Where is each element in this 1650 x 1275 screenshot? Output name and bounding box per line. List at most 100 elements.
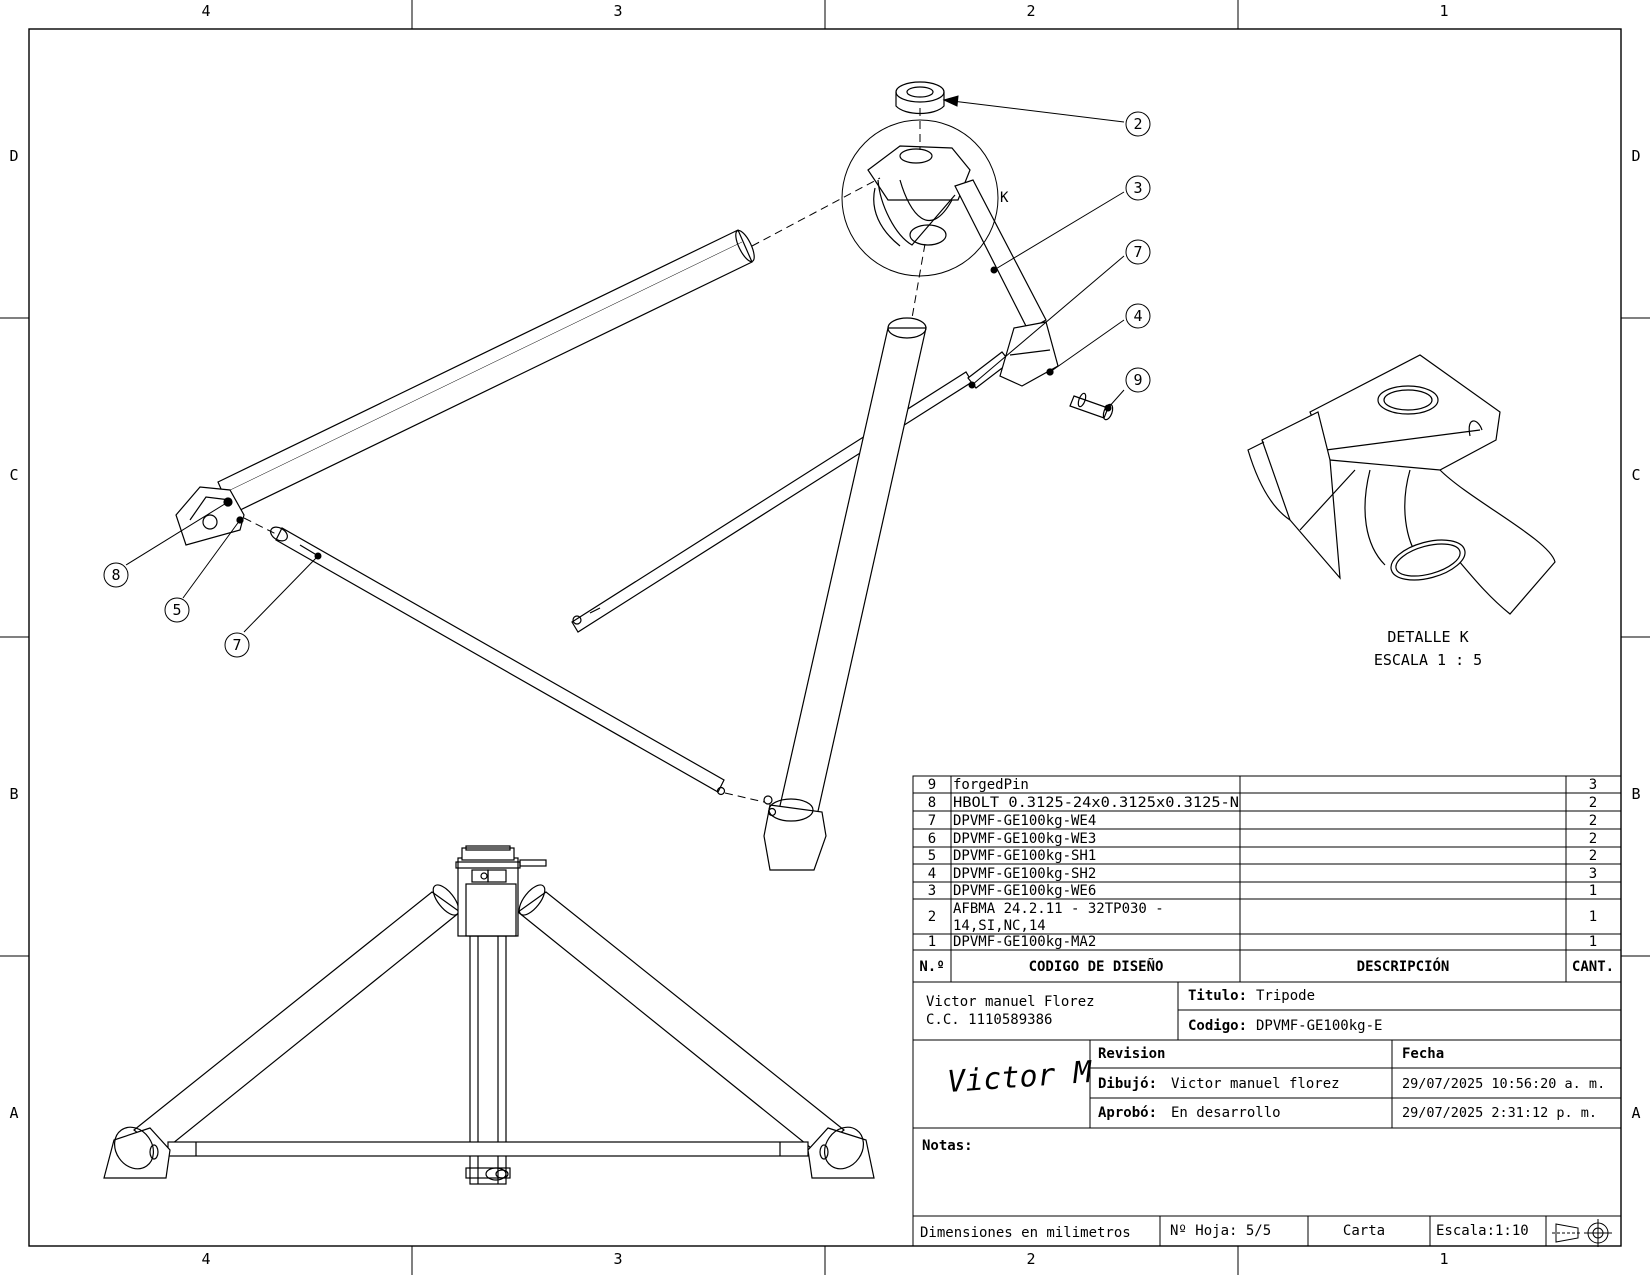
zone-row-left: B xyxy=(9,785,18,803)
svg-text:forgedPin: forgedPin xyxy=(953,777,1029,793)
table-row: 5 DPVMF-GE100kg-SH1 2 xyxy=(928,848,1597,864)
balloon: 5 xyxy=(164,597,190,623)
svg-text:1: 1 xyxy=(1589,934,1597,950)
detail-circle-k xyxy=(841,119,999,277)
zone-col-bottom: 4 xyxy=(201,1250,210,1268)
assembly-lines xyxy=(243,108,926,803)
exploded-view xyxy=(175,81,1114,871)
leader-lines xyxy=(125,95,1125,633)
svg-text:7: 7 xyxy=(928,813,936,829)
paper-size: Carta xyxy=(1343,1223,1385,1239)
balloon-number: 3 xyxy=(1133,179,1142,197)
zone-col-bottom: 3 xyxy=(613,1250,622,1268)
drawn-label: Dibujó: xyxy=(1098,1076,1157,1092)
zone-row-right: C xyxy=(1631,466,1640,484)
title-label: Titulo: xyxy=(1188,988,1247,1004)
units-note: Dimensiones en milimetros xyxy=(920,1225,1131,1241)
zone-col-bottom: 1 xyxy=(1439,1250,1448,1268)
drawn-date: 29/07/2025 10:56:20 a. m. xyxy=(1402,1076,1605,1092)
svg-text:9: 9 xyxy=(928,777,936,793)
svg-text:2: 2 xyxy=(1589,795,1597,811)
svg-text:DPVMF-GE100kg-WE4: DPVMF-GE100kg-WE4 xyxy=(953,813,1096,829)
svg-text:3: 3 xyxy=(1589,866,1597,882)
zone-col-top: 2 xyxy=(1026,2,1035,20)
svg-text:6: 6 xyxy=(928,831,936,847)
sheet-number: Nº Hoja: 5/5 xyxy=(1170,1223,1271,1239)
strut-tube-right xyxy=(954,179,1059,387)
table-row: 6 DPVMF-GE100kg-WE3 2 xyxy=(928,831,1597,847)
svg-text:DPVMF-GE100kg-WE3: DPVMF-GE100kg-WE3 xyxy=(953,831,1096,847)
part-balloons: 2 3 7 4 9 8 5 7 xyxy=(103,111,1151,658)
front-view xyxy=(103,845,875,1185)
detail-k-view xyxy=(1247,354,1556,615)
zone-row-left: C xyxy=(9,466,18,484)
notes-label: Notas: xyxy=(922,1138,973,1154)
bom-header: N.º CODIGO DE DISEÑO DESCRIPCIÓN CANT. xyxy=(919,957,1614,975)
table-row: 1 DPVMF-GE100kg-MA2 1 xyxy=(928,934,1597,950)
title-value: Tripode xyxy=(1256,988,1315,1004)
header-description: DESCRIPCIÓN xyxy=(1357,957,1450,975)
bom-table xyxy=(912,775,1622,983)
author-id: C.C. 1110589386 xyxy=(926,1012,1052,1028)
svg-text:8: 8 xyxy=(928,795,936,811)
detail-marker-k: K xyxy=(1000,190,1009,206)
zone-row-right: A xyxy=(1631,1104,1640,1122)
detail-scale: ESCALA 1 : 5 xyxy=(1374,651,1482,669)
svg-text:1: 1 xyxy=(928,934,936,950)
drawing-scale: Escala:1:10 xyxy=(1436,1223,1529,1239)
svg-text:1: 1 xyxy=(1589,909,1597,925)
balloon: 7 xyxy=(224,632,250,658)
balloon: 3 xyxy=(1125,175,1151,201)
table-row: 4 DPVMF-GE100kg-SH2 3 xyxy=(928,866,1597,882)
svg-text:14,SI,NC,14: 14,SI,NC,14 xyxy=(953,918,1046,934)
revision-label: Revision xyxy=(1098,1046,1165,1062)
balloon: 2 xyxy=(1125,111,1151,137)
foot-bracket-left xyxy=(175,486,245,546)
balloon: 9 xyxy=(1125,367,1151,393)
balloon-number: 4 xyxy=(1133,307,1142,325)
zone-labels: 4 3 2 1 4 3 2 1 D C B A D C B A xyxy=(9,2,1640,1268)
header-number: N.º xyxy=(919,959,944,975)
detail-title: DETALLE K xyxy=(1387,628,1468,646)
signature: Victor M xyxy=(946,1055,1094,1100)
svg-text:HBOLT 0.3125-24x0.3125x0.3125-: HBOLT 0.3125-24x0.3125x0.3125-N xyxy=(953,795,1239,811)
svg-text:2: 2 xyxy=(1589,848,1597,864)
projection-symbol-icon xyxy=(1552,1219,1612,1247)
zone-col-top: 1 xyxy=(1439,2,1448,20)
balloon-number: 7 xyxy=(1133,243,1142,261)
table-row: 9 forgedPin 3 xyxy=(928,777,1597,793)
thrust-bearing xyxy=(895,81,945,115)
balloon-number: 5 xyxy=(172,601,181,619)
zone-row-left: D xyxy=(9,147,18,165)
svg-text:DPVMF-GE100kg-MA2: DPVMF-GE100kg-MA2 xyxy=(953,934,1096,950)
balloon-number: 7 xyxy=(232,636,241,654)
balloon-number: 8 xyxy=(111,566,120,584)
date-label: Fecha xyxy=(1402,1046,1444,1062)
zone-row-right: D xyxy=(1631,147,1640,165)
svg-text:1: 1 xyxy=(1589,883,1597,899)
header-qty: CANT. xyxy=(1572,959,1614,975)
approved-label: Aprobó: xyxy=(1098,1105,1157,1121)
tripod-hub xyxy=(867,145,971,247)
cross-brace-left xyxy=(270,526,726,796)
leg-tube-center xyxy=(763,317,927,871)
table-row: 2 AFBMA 24.2.11 - 32TP030 - 14,SI,NC,14 … xyxy=(928,901,1597,934)
leg-tube-upper-left xyxy=(217,229,755,515)
approved-value: En desarrollo xyxy=(1171,1105,1281,1121)
svg-text:3: 3 xyxy=(1589,777,1597,793)
table-row: 7 DPVMF-GE100kg-WE4 2 xyxy=(928,813,1597,829)
bom-rows: 9 forgedPin 3 8 HBOLT 0.3125-24x0.3125x0… xyxy=(919,777,1614,975)
balloon-number: 2 xyxy=(1133,115,1142,133)
forged-pin xyxy=(1069,392,1114,421)
balloon: 7 xyxy=(1125,239,1151,265)
approved-date: 29/07/2025 2:31:12 p. m. xyxy=(1402,1105,1597,1121)
author-name: Victor manuel Florez xyxy=(926,994,1095,1010)
table-row: 8 HBOLT 0.3125-24x0.3125x0.3125-N 2 xyxy=(928,795,1597,811)
title-block-text: Victor manuel Florez C.C. 1110589386 Tit… xyxy=(920,988,1605,1241)
zone-col-top: 3 xyxy=(613,2,622,20)
zone-row-right: B xyxy=(1631,785,1640,803)
svg-text:DPVMF-GE100kg-SH2: DPVMF-GE100kg-SH2 xyxy=(953,866,1096,882)
code-label: Codigo: xyxy=(1188,1018,1247,1034)
svg-text:DPVMF-GE100kg-SH1: DPVMF-GE100kg-SH1 xyxy=(953,848,1096,864)
